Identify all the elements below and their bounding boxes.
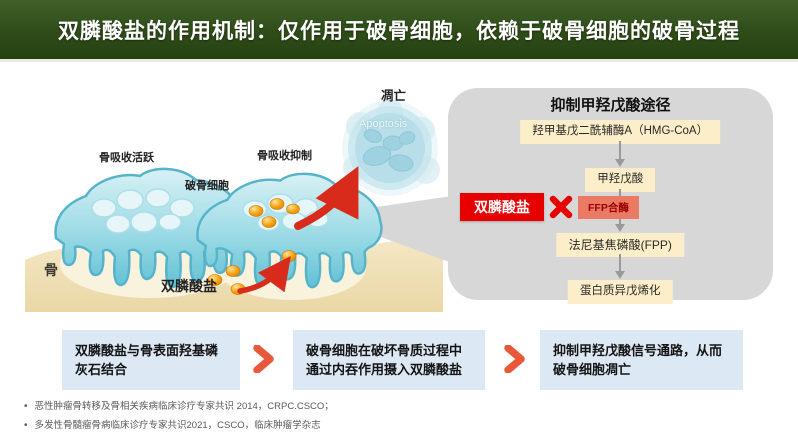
process-step-3: 抑制甲羟戊酸信号通路，从而破骨细胞凋亡 [540, 330, 743, 390]
apoptosis-arrow [294, 166, 359, 230]
chevron-right-icon [504, 345, 525, 373]
apoptotic-cell [342, 99, 440, 196]
slide-title-bar: 双膦酸盐的作用机制：仅作用于破骨细胞，依赖于破骨细胞的破骨过程 [0, 0, 798, 62]
slide-title: 双膦酸盐的作用机制：仅作用于破骨细胞，依赖于破骨细胞的破骨过程 [58, 19, 740, 43]
reference-item: • 多发性骨髓瘤骨病临床诊疗专家共识2021，CSCO，临床肿瘤学杂志 [24, 416, 334, 435]
pathway-title: 抑制甲羟戊酸途径 [550, 97, 671, 114]
uptake-arrow [237, 256, 291, 294]
inhibition-row: 双膦酸盐 FFP合酶 [460, 193, 639, 221]
label-bisphosphonate: 双膦酸盐 [161, 278, 217, 294]
label-bone: 骨 [44, 262, 58, 278]
x-block-icon [549, 195, 573, 219]
fpp-synthase-chip: FFP合酶 [578, 195, 639, 219]
label-bone-resorption-inhibited: 骨吸收抑制 [257, 150, 312, 162]
label-bone-resorption-active: 骨吸收活跃 [99, 152, 154, 164]
pathway-node-hmg-coa: 羟甲基戊二酰辅酶A（HMG-CoA） [520, 120, 721, 144]
label-apoptosis-en: Apoptosis [359, 118, 408, 130]
process-step-1: 双膦酸盐与骨表面羟基磷灰石结合 [62, 330, 240, 390]
arrow-down-icon [615, 141, 626, 167]
bisphosphonate-inhibitor-chip: 双膦酸盐 [460, 193, 544, 221]
references: • 恶性肿瘤骨转移及骨相关疾病临床诊疗专家共识 2014，CRPC.CSCO； … [24, 397, 334, 435]
reference-text: 恶性肿瘤骨转移及骨相关疾病临床诊疗专家共识 2014，CRPC.CSCO； [34, 401, 334, 412]
bisphosphonate-dots-internal [248, 198, 300, 262]
label-osteoclast: 破骨细胞 [185, 180, 229, 192]
cell-vesicles [91, 188, 195, 234]
pathway-node-prenylation: 蛋白质异戊烯化 [568, 280, 673, 304]
label-apoptosis-cn: 凋亡 [381, 89, 407, 103]
reference-item: • 恶性肿瘤骨转移及骨相关疾病临床诊疗专家共识 2014，CRPC.CSCO； [24, 397, 334, 416]
bullet-icon: • [24, 420, 28, 431]
reference-text: 多发性骨髓瘤骨病临床诊疗专家共识2021，CSCO，临床肿瘤学杂志 [34, 420, 321, 431]
bullet-icon: • [24, 401, 28, 412]
pathway-node-mevalonate: 甲羟戊酸 [585, 168, 656, 192]
osteoclast-cell-active [54, 167, 245, 289]
chevron-right-icon [253, 345, 274, 373]
process-step-2: 破骨细胞在破坏骨质过程中通过内吞作用摄入双膦酸盐 [293, 330, 485, 390]
pathway-node-fpp: 法尼基焦磷酸(FPP) [556, 233, 684, 257]
arrow-down-icon [615, 254, 626, 279]
mevalonate-pathway-panel: 抑制甲羟戊酸途径 羟甲基戊二酰辅酶A（HMG-CoA） 甲羟戊酸 双膦酸盐 FF… [448, 88, 773, 304]
